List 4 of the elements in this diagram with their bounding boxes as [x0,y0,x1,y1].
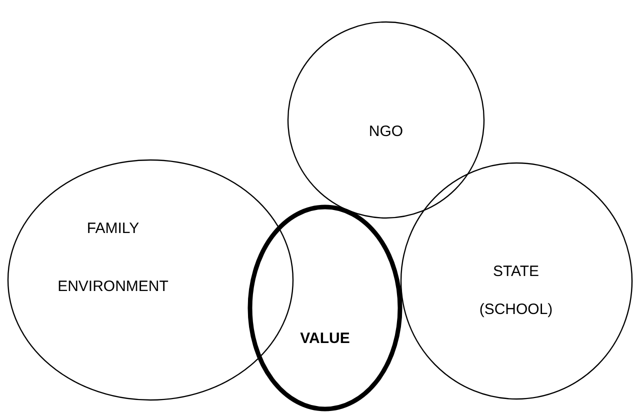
circle-label: FAMILY ENVIRONMENT [56,219,170,297]
circle-label: VALUE [299,329,351,349]
circle-label: STATE (SCHOOL) [478,262,554,320]
circle-label: NGO [368,122,404,142]
